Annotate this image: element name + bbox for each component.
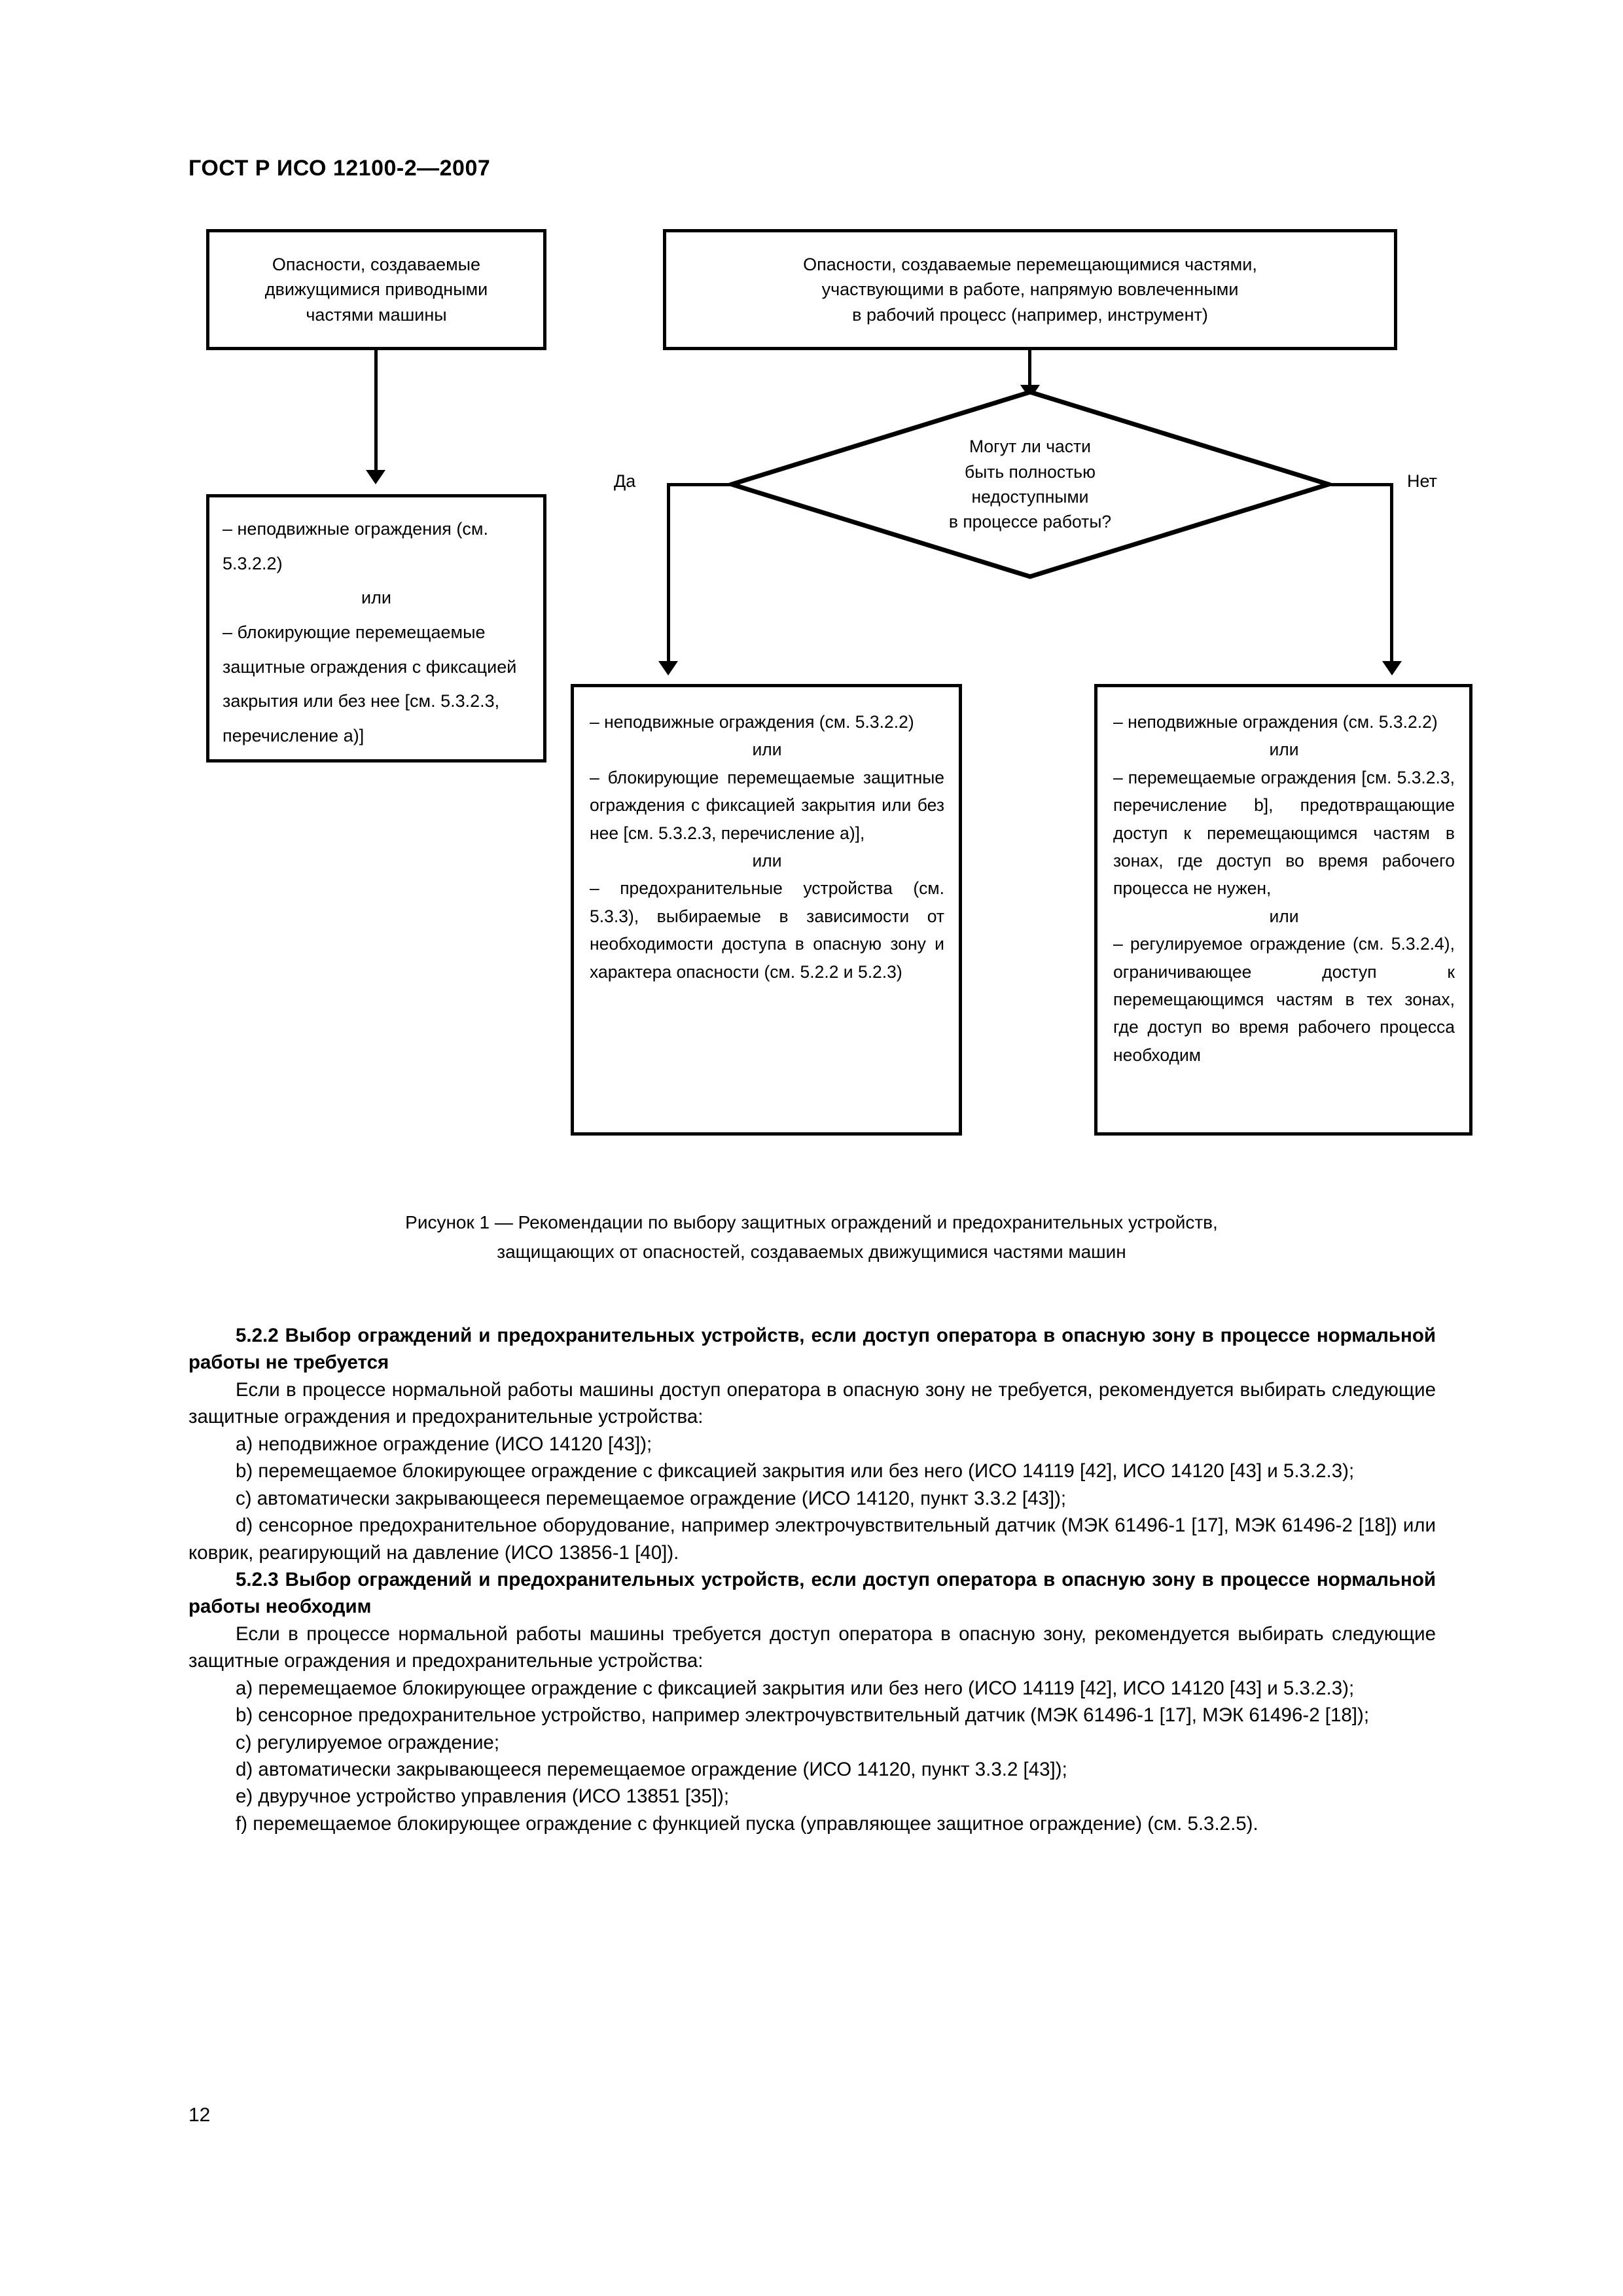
section-5-2-3-item-a: a) перемещаемое блокирующее ограждение с… (236, 1677, 1355, 1699)
branch-label-yes: Да (614, 471, 636, 491)
figure-1-flowchart: Опасности, создаваемые движущимися приво… (0, 223, 1623, 1191)
flow-node-decision: Могут ли части быть полностью недоступны… (729, 389, 1331, 579)
section-5-2-2-item-d: d) сенсорное предохранительное оборудова… (188, 1515, 1436, 1564)
right-measure-or-1: или (1269, 740, 1299, 760)
flow-node-center-measures: – неподвижные ограждения (см. 5.3.2.2) и… (571, 684, 962, 1136)
arrowhead-yes (658, 661, 678, 675)
flow-node-process-hazards-line-2: участвующими в работе, напрямую вовлечен… (821, 279, 1239, 300)
center-measure-or-2: или (752, 850, 782, 870)
center-measure-or-1: или (752, 740, 782, 760)
connector-process-to-decision (1028, 350, 1031, 389)
flow-node-process-hazards-line-1: Опасности, создаваемые перемещающимися ч… (803, 255, 1257, 274)
right-measure-item-1: – неподвижные ограждения (см. 5.3.2.2) (1113, 712, 1438, 732)
flow-node-process-hazards: Опасности, создаваемые перемещающимися ч… (663, 229, 1397, 350)
section-5-2-2-item-c: c) автоматически закрывающееся перемещае… (236, 1487, 1067, 1509)
page-number: 12 (188, 2104, 211, 2126)
section-5-2-2-intro: Если в процессе нормальной работы машины… (188, 1378, 1436, 1428)
figure-caption-line-1: Рисунок 1 — Рекомендации по выбору защит… (405, 1212, 1218, 1232)
flow-node-drive-hazards-line-1: Опасности, создаваемые (272, 255, 481, 274)
flow-node-drive-hazards-line-3: частями машины (306, 304, 447, 325)
connector-drive-to-left (374, 350, 378, 471)
branch-label-no: Нет (1407, 471, 1437, 491)
section-5-2-3-item-e: e) двуручное устройство управления (ИСО … (236, 1785, 730, 1808)
section-5-2-3-item-c: c) регулируемое ограждение; (236, 1731, 500, 1753)
figure-caption: Рисунок 1 — Рекомендации по выбору защит… (0, 1208, 1623, 1267)
connector-no-horizontal (1328, 483, 1393, 486)
section-5-2-3-item-f: f) перемещаемое блокирующее ограждение с… (236, 1812, 1258, 1835)
section-5-2-3-item-b: b) сенсорное предохранительное устройств… (236, 1704, 1370, 1727)
connector-yes-vertical (667, 483, 670, 663)
right-measure-item-3: – регулируемое ограждение (см. 5.3.2.4),… (1113, 934, 1455, 1065)
section-5-2-2-item-a: a) неподвижное ограждение (ИСО 14120 [43… (236, 1433, 652, 1455)
left-measure-or-1: или (361, 588, 391, 608)
center-measure-item-1: – неподвижные ограждения (см. 5.3.2.2) (590, 712, 914, 732)
page-title: ГОСТ Р ИСО 12100-2—2007 (188, 156, 491, 181)
connector-no-vertical (1390, 483, 1393, 663)
flow-node-drive-hazards: Опасности, создаваемые движущимися приво… (206, 229, 546, 350)
section-5-2-2-heading: 5.2.2 Выбор ограждений и предохранительн… (188, 1325, 1436, 1374)
flow-node-left-measures: – неподвижные ограждения (см. 5.3.2.2) и… (206, 494, 546, 762)
section-5-2-3-heading: 5.2.3 Выбор ограждений и предохранительн… (188, 1568, 1436, 1618)
arrowhead-no (1382, 661, 1402, 675)
section-5-2-2-item-b: b) перемещаемое блокирующее ограждение с… (236, 1460, 1355, 1482)
flow-node-process-hazards-line-3: в рабочий процесс (например, инструмент) (852, 304, 1208, 325)
left-measure-item-1: – неподвижные ограждения (см. 5.3.2.2) (223, 519, 488, 573)
section-5-2-3-item-d: d) автоматически закрывающееся перемещае… (236, 1759, 1067, 1780)
right-measure-item-2: – перемещаемые ограждения [см. 5.3.2.3, … (1113, 767, 1455, 899)
diamond-shape (729, 389, 1331, 579)
arrowhead-drive-to-left (366, 470, 385, 484)
connector-yes-horizontal (667, 483, 732, 486)
flow-node-drive-hazards-line-2: движущимися приводными (264, 279, 488, 300)
center-measure-item-3: – предохранительные устрой­ства (см. 5.3… (590, 878, 944, 982)
flow-node-right-measures: – неподвижные ограждения (см. 5.3.2.2) и… (1094, 684, 1472, 1136)
right-measure-or-2: или (1269, 906, 1299, 926)
figure-caption-line-2: защищающих от опасностей, создаваемых дв… (497, 1242, 1126, 1263)
body-text: 5.2.2 Выбор ограждений и предохранительн… (188, 1322, 1436, 1837)
section-5-2-3-intro: Если в процессе нормальной работы машины… (188, 1623, 1436, 1672)
left-measure-item-2: – блокирующие перемеща­емые защитные огр… (223, 622, 517, 745)
center-measure-item-2: – блокирующие перемещаемые защитные огра… (590, 767, 944, 843)
